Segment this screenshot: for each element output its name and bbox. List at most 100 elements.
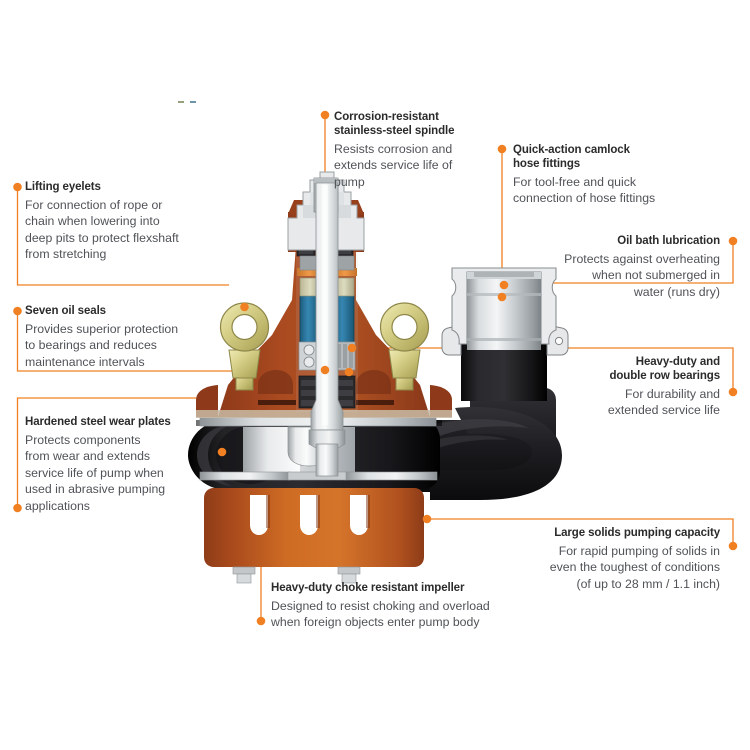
callout-oil-bath-body: Protects against overheating when not su… xyxy=(505,251,720,300)
body-pad-left xyxy=(258,400,296,405)
origin-dot-spindle xyxy=(320,110,330,120)
elbow-outer-curve xyxy=(430,407,562,500)
elbow-highlight-2 xyxy=(434,435,508,448)
callout-hardened-steel-wear-plates: Hardened steel wear plates Protects comp… xyxy=(25,415,225,514)
dot-oil-bath xyxy=(499,280,509,290)
strainer-slots xyxy=(250,495,368,535)
body-pad-right xyxy=(356,400,394,405)
dot-bearings xyxy=(347,343,357,353)
text-line: For rapid pumping of solids in xyxy=(558,544,720,558)
text-line: For tool-free and quick xyxy=(513,175,637,189)
oil-seal-stack-right xyxy=(334,375,356,409)
callout-lifting-eyelets-title: Lifting eyelets xyxy=(25,181,101,193)
strainer-slot-shadows xyxy=(266,495,370,528)
text-line: applications xyxy=(25,498,90,513)
callout-spindle-body: Resists corrosion and extends service li… xyxy=(334,141,524,190)
text-line: For connection of rope or xyxy=(25,198,163,212)
text-line: Protects against overheating xyxy=(564,252,720,266)
callout-corrosion-resistant-spindle: Corrosion-resistant stainless-steel spin… xyxy=(334,110,524,190)
motor-body-rust-skirt-l xyxy=(196,385,218,417)
leader-lines xyxy=(16,118,734,621)
leader-origin-dots xyxy=(13,110,738,626)
text-line: connection of hose fittings xyxy=(513,191,656,206)
text-line: when foreign objects enter pump body xyxy=(271,615,480,630)
text-line: extends service life of xyxy=(334,158,453,173)
callout-lifting-eyelets: Lifting eyelets For connection of rope o… xyxy=(25,180,225,263)
origin-dot-camlock xyxy=(497,144,507,154)
callout-large-solids-capacity: Large solids pumping capacity For rapid … xyxy=(490,526,720,592)
text-line: Corrosion-resistant xyxy=(334,111,439,123)
callout-oil-bath-title: Oil bath lubrication xyxy=(617,235,720,247)
camlock-adapter-inner-bore xyxy=(474,272,534,277)
callout-oil-bath-lubrication: Oil bath lubrication Protects against ov… xyxy=(505,234,720,300)
volute-left-cap xyxy=(197,424,232,486)
base-feet xyxy=(232,566,361,584)
text-line: from wear and extends xyxy=(25,449,151,464)
body-recess-right xyxy=(356,370,391,394)
text-line: service life of pump when xyxy=(25,465,164,480)
callout-spindle-title: Corrosion-resistant stainless-steel spin… xyxy=(334,110,524,138)
dot-large-solids xyxy=(422,514,432,524)
callout-wear-plates-title: Hardened steel wear plates xyxy=(25,416,171,428)
text-line: double row bearings xyxy=(609,370,720,382)
spindle-shaft-highlight xyxy=(322,185,328,425)
callout-lifting-eyelets-body: For connection of rope or chain when low… xyxy=(25,197,225,263)
text-line: when not submerged in xyxy=(592,268,720,283)
origin-dot-oil-seals xyxy=(13,306,22,316)
callout-large-solids-body: For rapid pumping of solids in even the … xyxy=(490,543,720,592)
wear-plate-lower-right xyxy=(344,471,438,481)
text-line: from stretching xyxy=(25,247,107,262)
spindle-impeller-tip xyxy=(315,443,339,477)
callout-bearings-body: For durability and extended service life xyxy=(505,386,720,419)
pump-assembly xyxy=(178,101,569,584)
text-line: used in abrasive pumping xyxy=(25,482,166,497)
callout-choke-resistant-impeller: Heavy-duty choke resistant impeller Desi… xyxy=(271,581,531,631)
origin-dot-large-solids xyxy=(728,541,738,551)
dot-camlock xyxy=(497,292,507,302)
origin-dot-bearings xyxy=(728,387,738,397)
text-line: Resists corrosion and xyxy=(334,142,453,156)
callout-impeller-title: Heavy-duty choke resistant impeller xyxy=(271,582,465,594)
spindle-collar-cap xyxy=(314,178,338,183)
top-artifact-marks xyxy=(178,101,196,103)
text-line: Heavy-duty and xyxy=(635,356,720,368)
dot-wear-plates xyxy=(217,447,227,457)
callout-quick-action-camlock: Quick-action camlock hose fittings For t… xyxy=(513,143,713,207)
origin-dot-lifting-eyelets xyxy=(13,182,22,192)
callout-impeller-body: Designed to resist choking and overload … xyxy=(271,598,531,631)
motor-body-rust-skirt-r xyxy=(430,385,452,417)
text-line: extended service life xyxy=(607,403,720,418)
origin-dot-wear-plates xyxy=(13,503,22,513)
text-line: Provides superior protection xyxy=(25,322,179,336)
text-line: hose fittings xyxy=(513,158,581,170)
callout-seven-oil-seals: Seven oil seals Provides superior protec… xyxy=(25,304,225,370)
callout-wear-plates-body: Protects components from wear and extend… xyxy=(25,432,225,514)
leader-dots xyxy=(217,280,509,524)
callout-camlock-title: Quick-action camlock hose fittings xyxy=(513,143,713,171)
text-line: chain when lowering into xyxy=(25,214,160,229)
text-line: deep pits to protect flexshaft xyxy=(25,230,179,245)
sleeve-right xyxy=(336,255,355,271)
text-line: Quick-action camlock xyxy=(513,144,630,156)
text-line: maintenance intervals xyxy=(25,354,145,369)
camlock-lug-hole-right xyxy=(554,336,564,346)
text-line: For durability and xyxy=(624,387,720,401)
copper-band-left xyxy=(297,268,321,276)
callout-camlock-body: For tool-free and quick connection of ho… xyxy=(513,174,713,207)
text-line: Protects components xyxy=(25,433,141,447)
body-recess-left xyxy=(258,370,293,394)
sleeve-left xyxy=(299,255,318,271)
dot-seven-oil-seals xyxy=(344,367,354,377)
elbow-highlight xyxy=(436,419,528,436)
text-line: even the toughest of conditions xyxy=(549,560,720,575)
callout-seven-oil-seals-title: Seven oil seals xyxy=(25,305,106,317)
camlock-adapter-groove-2 xyxy=(467,338,541,341)
dot-spindle xyxy=(320,365,330,375)
origin-dot-oil-bath xyxy=(728,236,738,246)
callout-heavy-duty-bearings: Heavy-duty and double row bearings For d… xyxy=(505,355,720,419)
text-line: water (runs dry) xyxy=(633,284,720,299)
text-line: stainless-steel spindle xyxy=(334,125,455,137)
bearing-upper-left xyxy=(298,341,320,371)
